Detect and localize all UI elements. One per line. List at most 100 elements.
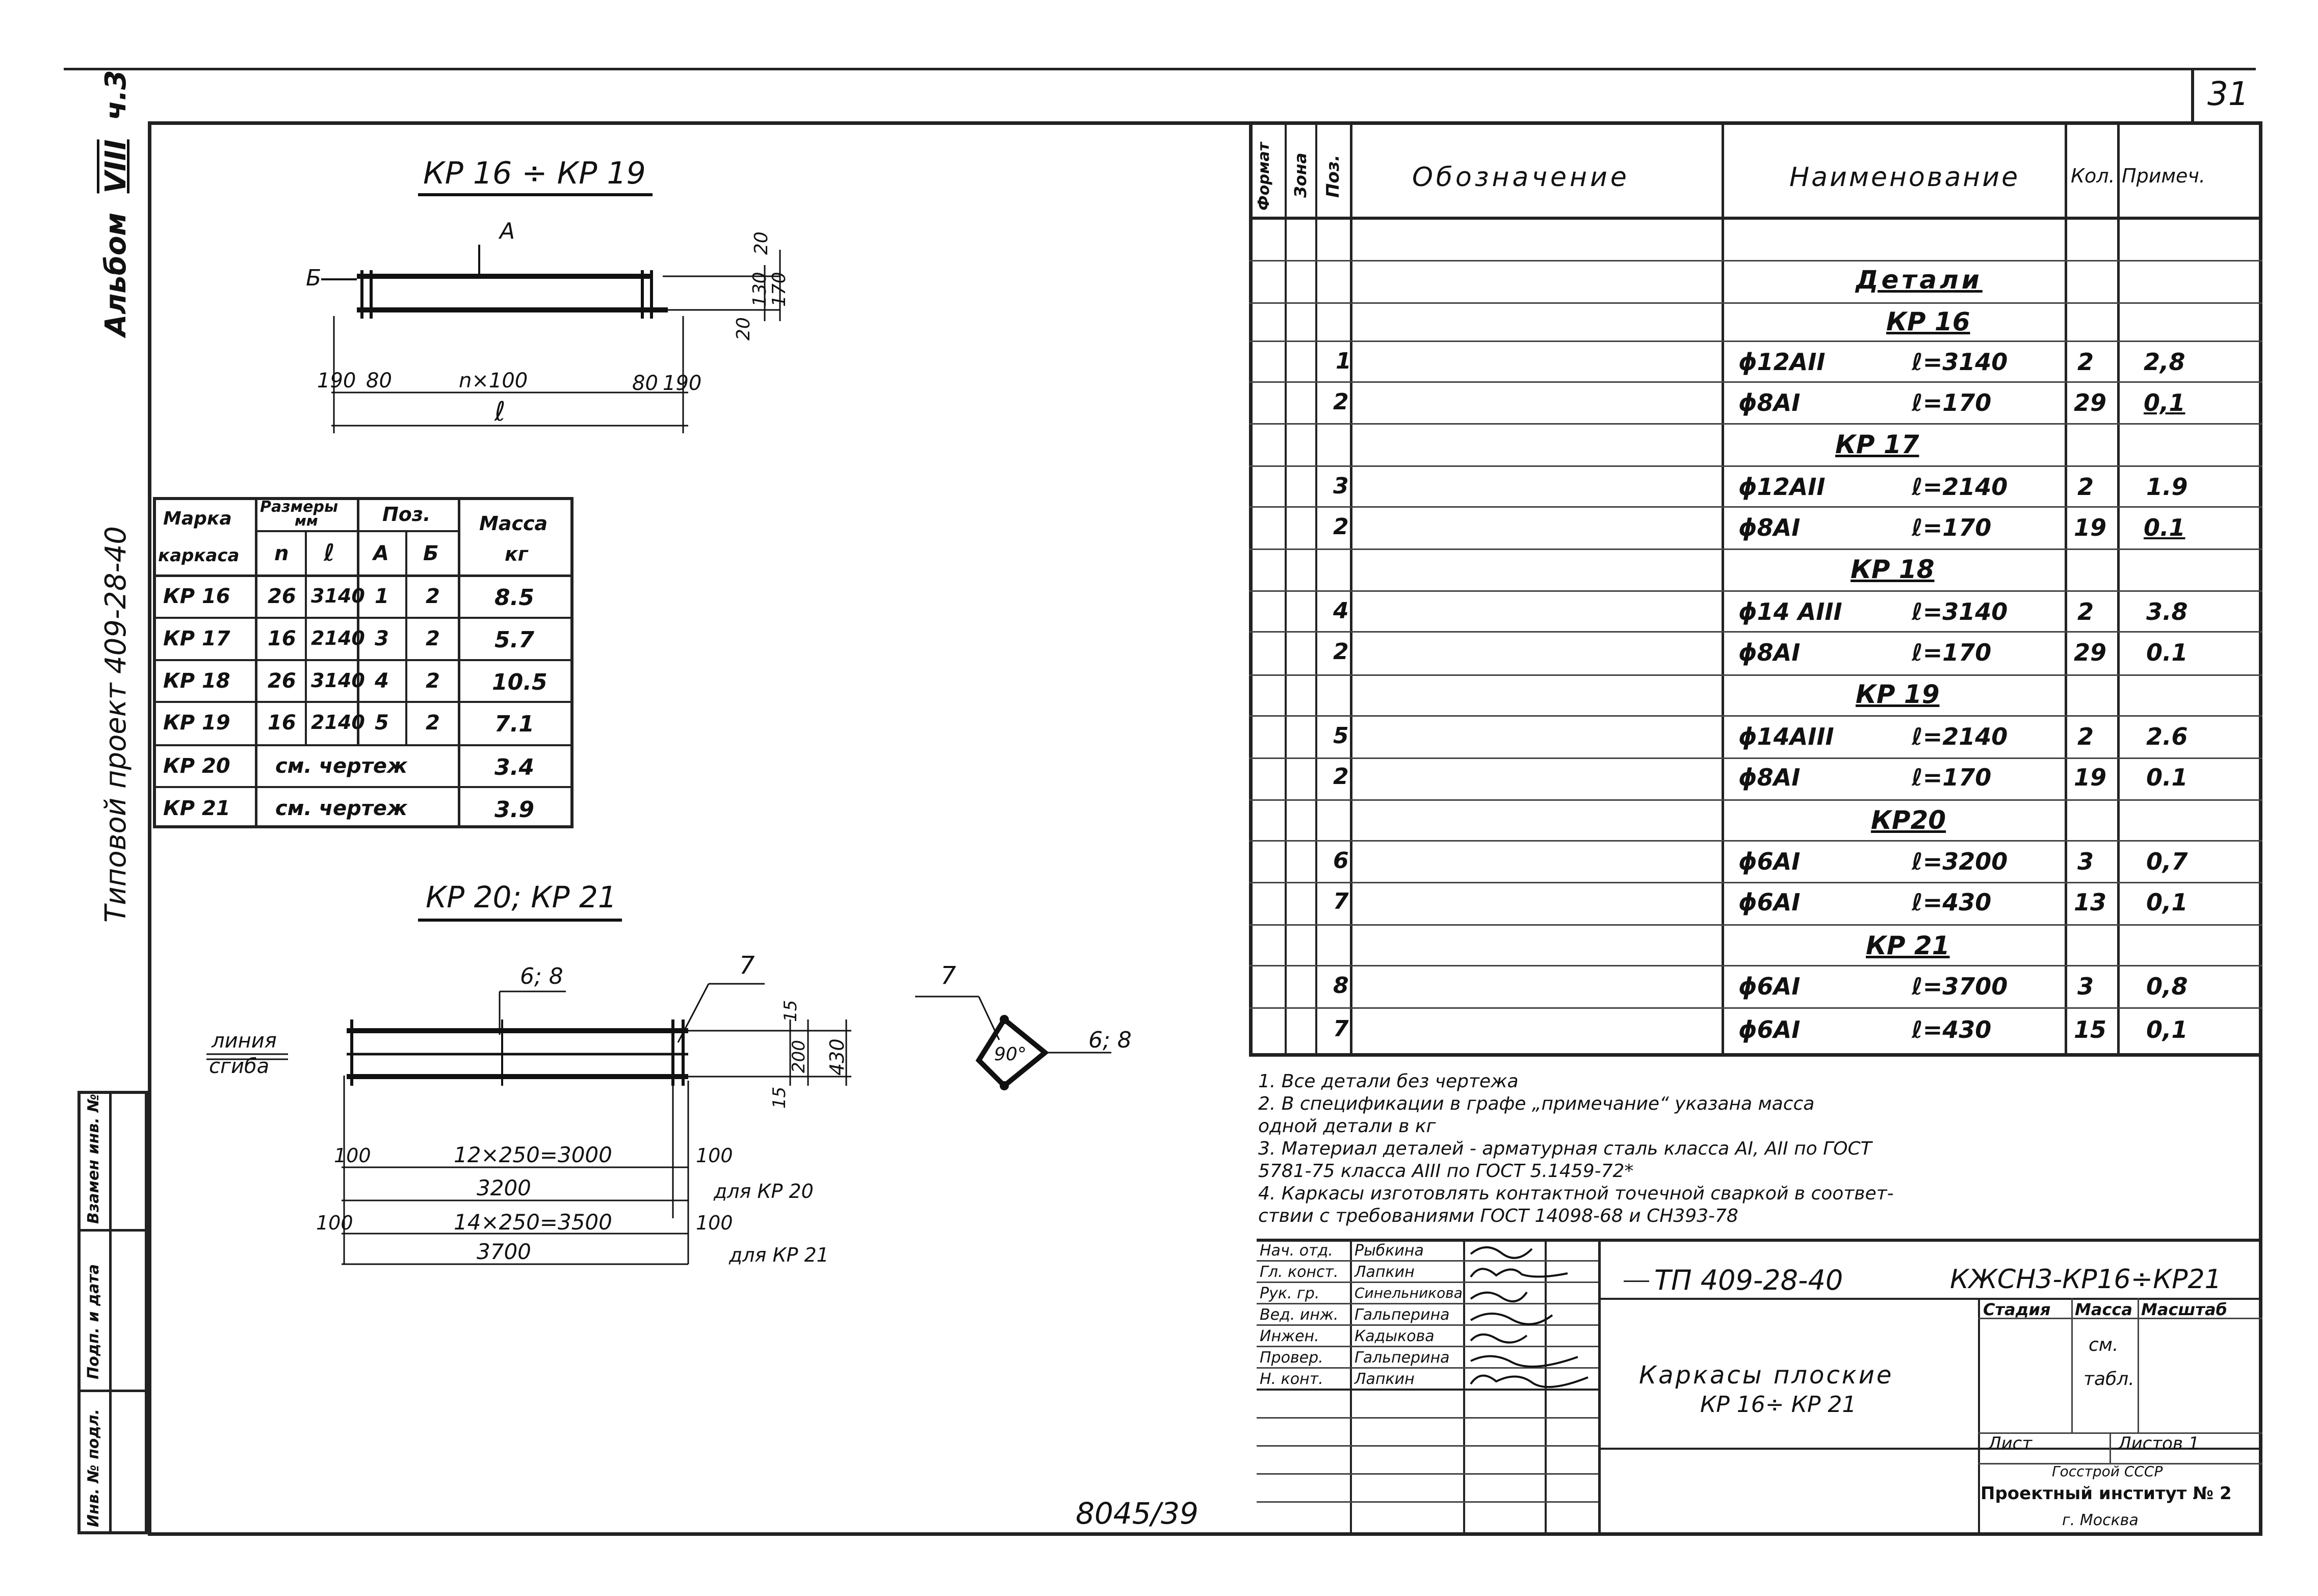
- spec-qty: 19: [2074, 514, 2107, 541]
- spec-poz: 4: [1333, 598, 1349, 624]
- row-mass: 7.1: [494, 711, 534, 737]
- note-line: ствии с требованиями ГОСТ 14098-68 и СН3…: [1258, 1206, 1738, 1226]
- row-mark: КР 16: [163, 585, 230, 608]
- signature-stroke: [1470, 1313, 1553, 1325]
- sig-name: Кадыкова: [1355, 1327, 1435, 1345]
- sig-role: Вед. инж.: [1260, 1306, 1339, 1324]
- row-span: см. чертеж: [275, 754, 407, 778]
- signature-stroke: [1470, 1333, 1528, 1344]
- spec-th-naim: Наименование: [1789, 162, 2020, 193]
- spec-poz: 2: [1333, 639, 1349, 665]
- dim-20-top: 20: [751, 231, 772, 255]
- stamp-sign: Подп. и дата: [85, 1264, 102, 1379]
- spec-note: 0,1: [2146, 1016, 2188, 1043]
- spec-len: ℓ=170: [1912, 764, 1992, 791]
- dim-190-right: 190: [663, 372, 701, 395]
- title-block: Нач. отд. Рыбкина Гл. конст. Лапкин Рук.…: [1257, 1239, 2262, 1536]
- row-l: 3140: [311, 585, 365, 607]
- row-span: см. чертеж: [275, 797, 407, 820]
- drawing2-title: КР 20; КР 21: [426, 880, 617, 914]
- stirrup-pos-6-8: 6; 8: [1088, 1027, 1132, 1053]
- note-line: 2. В спецификации в графе „примечание“ у…: [1258, 1093, 1815, 1114]
- stirrup-pos-7: 7: [941, 961, 956, 990]
- drawing-kr16-kr19: КР 16 ÷ КР 19 А Б 190 80 n×100 80 190 ℓ …: [306, 155, 790, 433]
- label-for-kr21: для КР 21: [728, 1244, 829, 1266]
- spec-len: ℓ=3700: [1912, 973, 2008, 1000]
- row-l: 3140: [311, 669, 365, 692]
- dim-100-c: 100: [316, 1212, 353, 1234]
- label-pos-6-8: 6; 8: [520, 963, 563, 989]
- sig-role: Инжен.: [1260, 1327, 1319, 1345]
- note-line: 1. Все детали без чертежа: [1258, 1071, 1519, 1092]
- spec-section-title: КР 16: [1886, 307, 1970, 336]
- spec-len: ℓ=3140: [1912, 348, 2008, 376]
- drawing-frame: [148, 121, 2262, 1536]
- spec-section-title: КР 17: [1835, 430, 1919, 459]
- spec-dia: ϕ8AI: [1738, 514, 1801, 541]
- marks-table: Марка каркаса Размеры мм n ℓ Поз. А Б Ма…: [153, 497, 574, 828]
- row-a: 3: [375, 627, 389, 650]
- tb-list: Лист: [1988, 1433, 2033, 1454]
- note-line: 3. Материал деталей - арматурная сталь к…: [1258, 1138, 1872, 1159]
- spec-poz: 2: [1333, 764, 1349, 790]
- spec-note: 0,8: [2146, 973, 2188, 1000]
- spec-len: ℓ=430: [1912, 1016, 1992, 1043]
- dim-12x250: 12×250=3000: [454, 1142, 612, 1167]
- dim-length-l: ℓ: [494, 397, 505, 427]
- th-a: А: [373, 542, 389, 565]
- spec-len: ℓ=3140: [1912, 598, 2008, 625]
- spec-qty: 3: [2077, 848, 2094, 875]
- spec-poz: 2: [1333, 514, 1349, 540]
- spec-section-title: КР 19: [1856, 679, 1940, 709]
- row-b: 2: [426, 627, 440, 650]
- spec-len: ℓ=3200: [1912, 848, 2008, 875]
- row-mark: КР 19: [163, 711, 230, 735]
- spec-qty: 2: [2077, 598, 2094, 625]
- sig-role: Нач. отд.: [1260, 1242, 1333, 1260]
- side-project-label: Типовой проект 409-28-40: [99, 526, 133, 923]
- spec-note: 1.9: [2146, 473, 2188, 501]
- sig-role: Рук. гр.: [1260, 1285, 1320, 1302]
- th-poz: Поз.: [382, 503, 431, 526]
- dim-80-left: 80: [366, 369, 392, 393]
- top-rule: [64, 68, 2256, 70]
- spec-note: 3.8: [2146, 598, 2188, 625]
- spec-poz: 7: [1333, 888, 1349, 914]
- sig-role: Н. конт.: [1260, 1370, 1323, 1388]
- spec-th-poz: Поз.: [1323, 154, 1343, 198]
- dim-190-left: 190: [317, 369, 356, 393]
- spec-len: ℓ=170: [1912, 639, 1992, 666]
- spec-section-title: КР 18: [1851, 555, 1935, 584]
- row-mark: КР 18: [163, 669, 230, 693]
- row-n: 26: [268, 585, 296, 608]
- spec-poz: 7: [1333, 1016, 1349, 1042]
- note-line: 4. Каркасы изготовлять контактной точечн…: [1258, 1183, 1894, 1204]
- tb-name-2: КР 16÷ КР 21: [1700, 1392, 1857, 1418]
- th-l: ℓ: [324, 539, 335, 566]
- spec-note: 0,1: [2144, 389, 2185, 416]
- spec-dia: ϕ6AI: [1738, 888, 1801, 916]
- tb-org-1: Госстрой СССР: [2052, 1463, 2163, 1480]
- row-n: 26: [268, 669, 296, 693]
- dim-14x250: 14×250=3500: [454, 1210, 612, 1235]
- row-mass: 5.7: [494, 627, 534, 653]
- sig-role: Провер.: [1260, 1349, 1323, 1367]
- drawing1-title: КР 16 ÷ КР 19: [423, 155, 646, 191]
- row-n: 16: [268, 627, 296, 650]
- row-l: 2140: [311, 711, 365, 734]
- left-stamp: Инв. № подл. Подп. и дата Взамен инв. №: [77, 1091, 148, 1534]
- bend-line-label-1: линия: [211, 1029, 277, 1053]
- album-word: Альбом: [99, 212, 133, 336]
- label-for-kr20: для КР 20: [713, 1180, 814, 1202]
- tb-stadia: Стадия: [1983, 1300, 2051, 1319]
- tb-massa-val-1: см.: [2089, 1335, 2119, 1355]
- spec-note: 2,8: [2144, 348, 2185, 376]
- tb-listov: Листов 1: [2118, 1433, 2200, 1454]
- side-album-label: Альбом VIII ч.3: [99, 70, 133, 336]
- spec-qty: 2: [2077, 473, 2094, 501]
- spec-note: 0,7: [2146, 848, 2188, 875]
- spec-poz: 1: [1336, 348, 1351, 374]
- spec-section-title: КР 21: [1866, 931, 1950, 960]
- spec-dia: ϕ6AI: [1738, 848, 1801, 875]
- th-kg: кг: [505, 543, 528, 565]
